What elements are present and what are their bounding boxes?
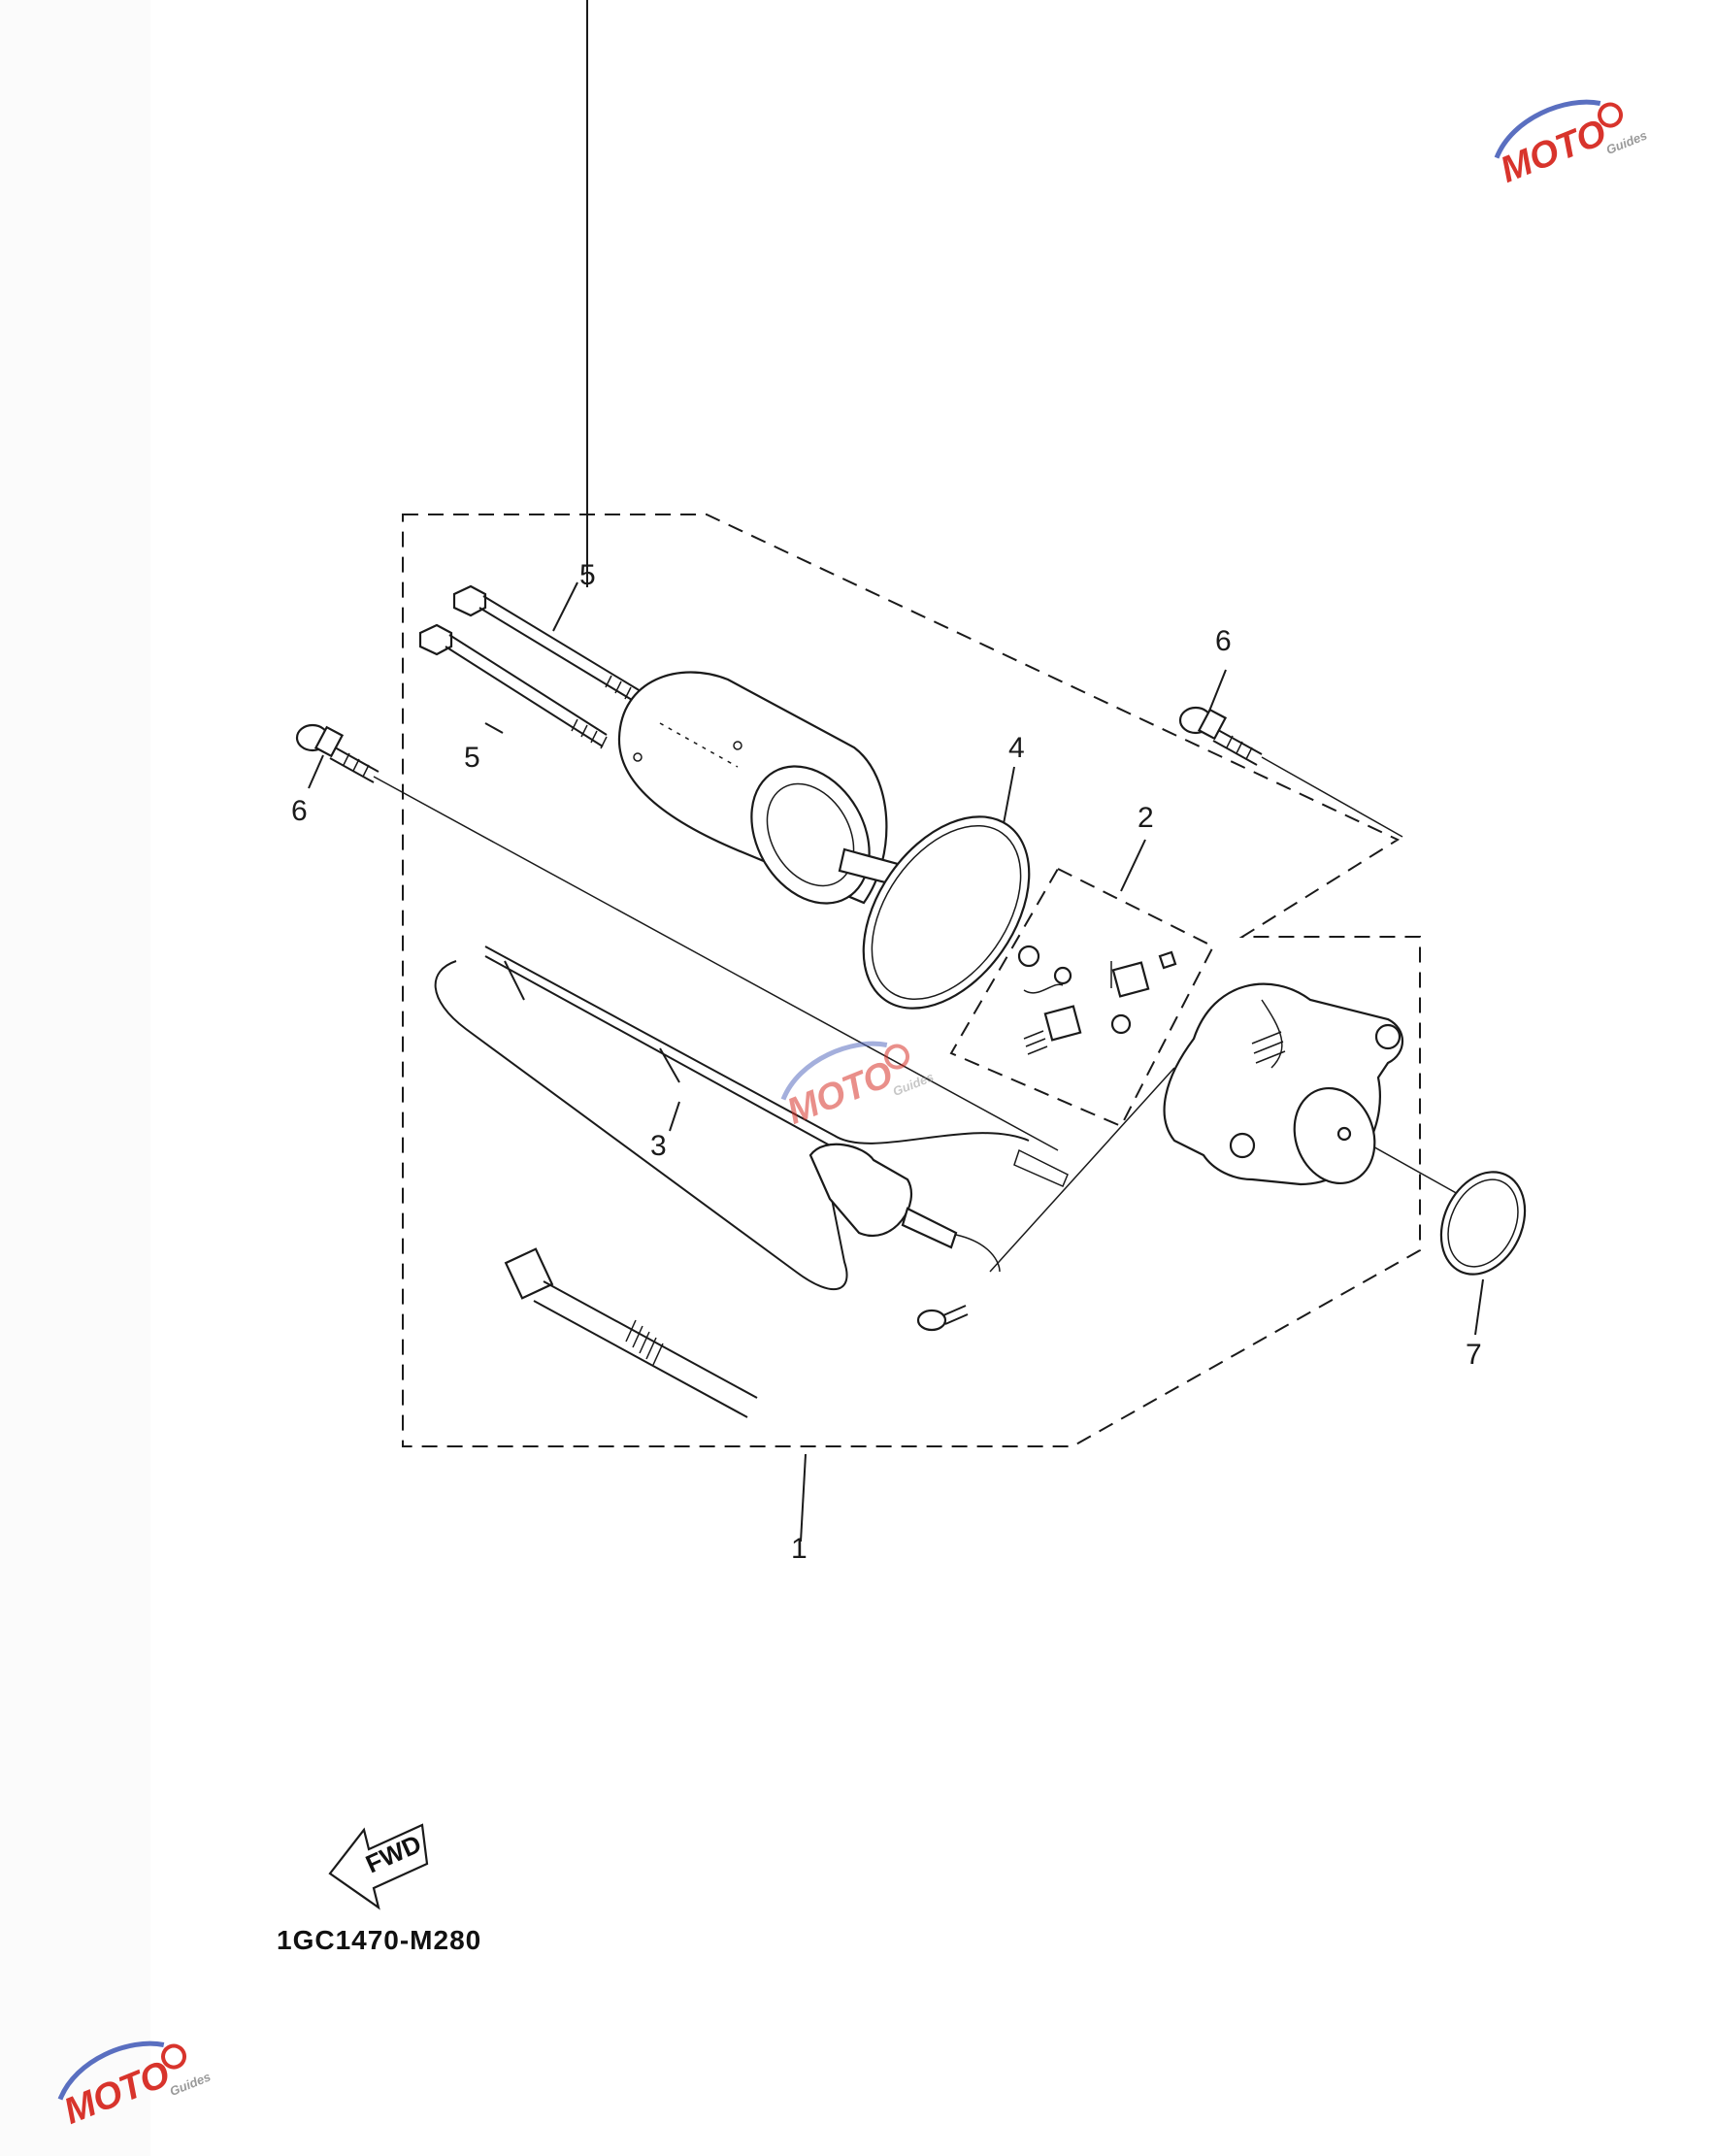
callout-2: 2: [1138, 802, 1154, 834]
watermark-logo-top: MOTO Guides: [1494, 99, 1649, 191]
watermark-subtext-bottom: Guides: [168, 2070, 213, 2099]
brush-set-2: [949, 867, 1215, 1128]
watermark-text-top: MOTO: [1495, 113, 1612, 191]
starter-front-cover: [1163, 982, 1403, 1186]
watermark-subtext-top: Guides: [1604, 128, 1649, 157]
terminal-screw: [916, 1305, 969, 1332]
watermark-text-center: MOTO: [781, 1054, 899, 1133]
callout-1: 1: [791, 1533, 808, 1565]
fwd-arrow-icon: FWD: [328, 1823, 429, 1910]
callout-7: 7: [1466, 1339, 1482, 1371]
assembly-boundary: [402, 514, 1421, 1447]
lead-wire-3: [434, 945, 1069, 1290]
watermark-logo-bottom: MOTO Guides: [57, 2040, 213, 2133]
watermark-text-bottom: MOTO: [58, 2054, 176, 2133]
o-ring-4: [862, 815, 1031, 1010]
callout-3: 3: [650, 1130, 667, 1162]
callout-6-left: 6: [291, 795, 308, 827]
o-ring-7: [1439, 1171, 1527, 1276]
starter-motor-yoke: [617, 671, 973, 905]
callout-6-right: 6: [1215, 625, 1232, 657]
callout-4: 4: [1008, 732, 1025, 764]
bolt-6-right: [1178, 706, 1263, 766]
lower-stud: [504, 1247, 758, 1418]
bolt-5-lower: [418, 623, 608, 749]
leader-lines: [308, 0, 1484, 1542]
bolt-5-upper: [452, 584, 642, 706]
bolt-6-left: [295, 723, 379, 783]
watermark-subtext-center: Guides: [891, 1070, 936, 1099]
callout-5-upper: 5: [579, 559, 596, 591]
diagram-code: 1GC1470-M280: [277, 1925, 481, 1955]
callout-5-lower: 5: [464, 742, 480, 774]
watermark-logo-center: MOTO Guides: [780, 1041, 936, 1133]
